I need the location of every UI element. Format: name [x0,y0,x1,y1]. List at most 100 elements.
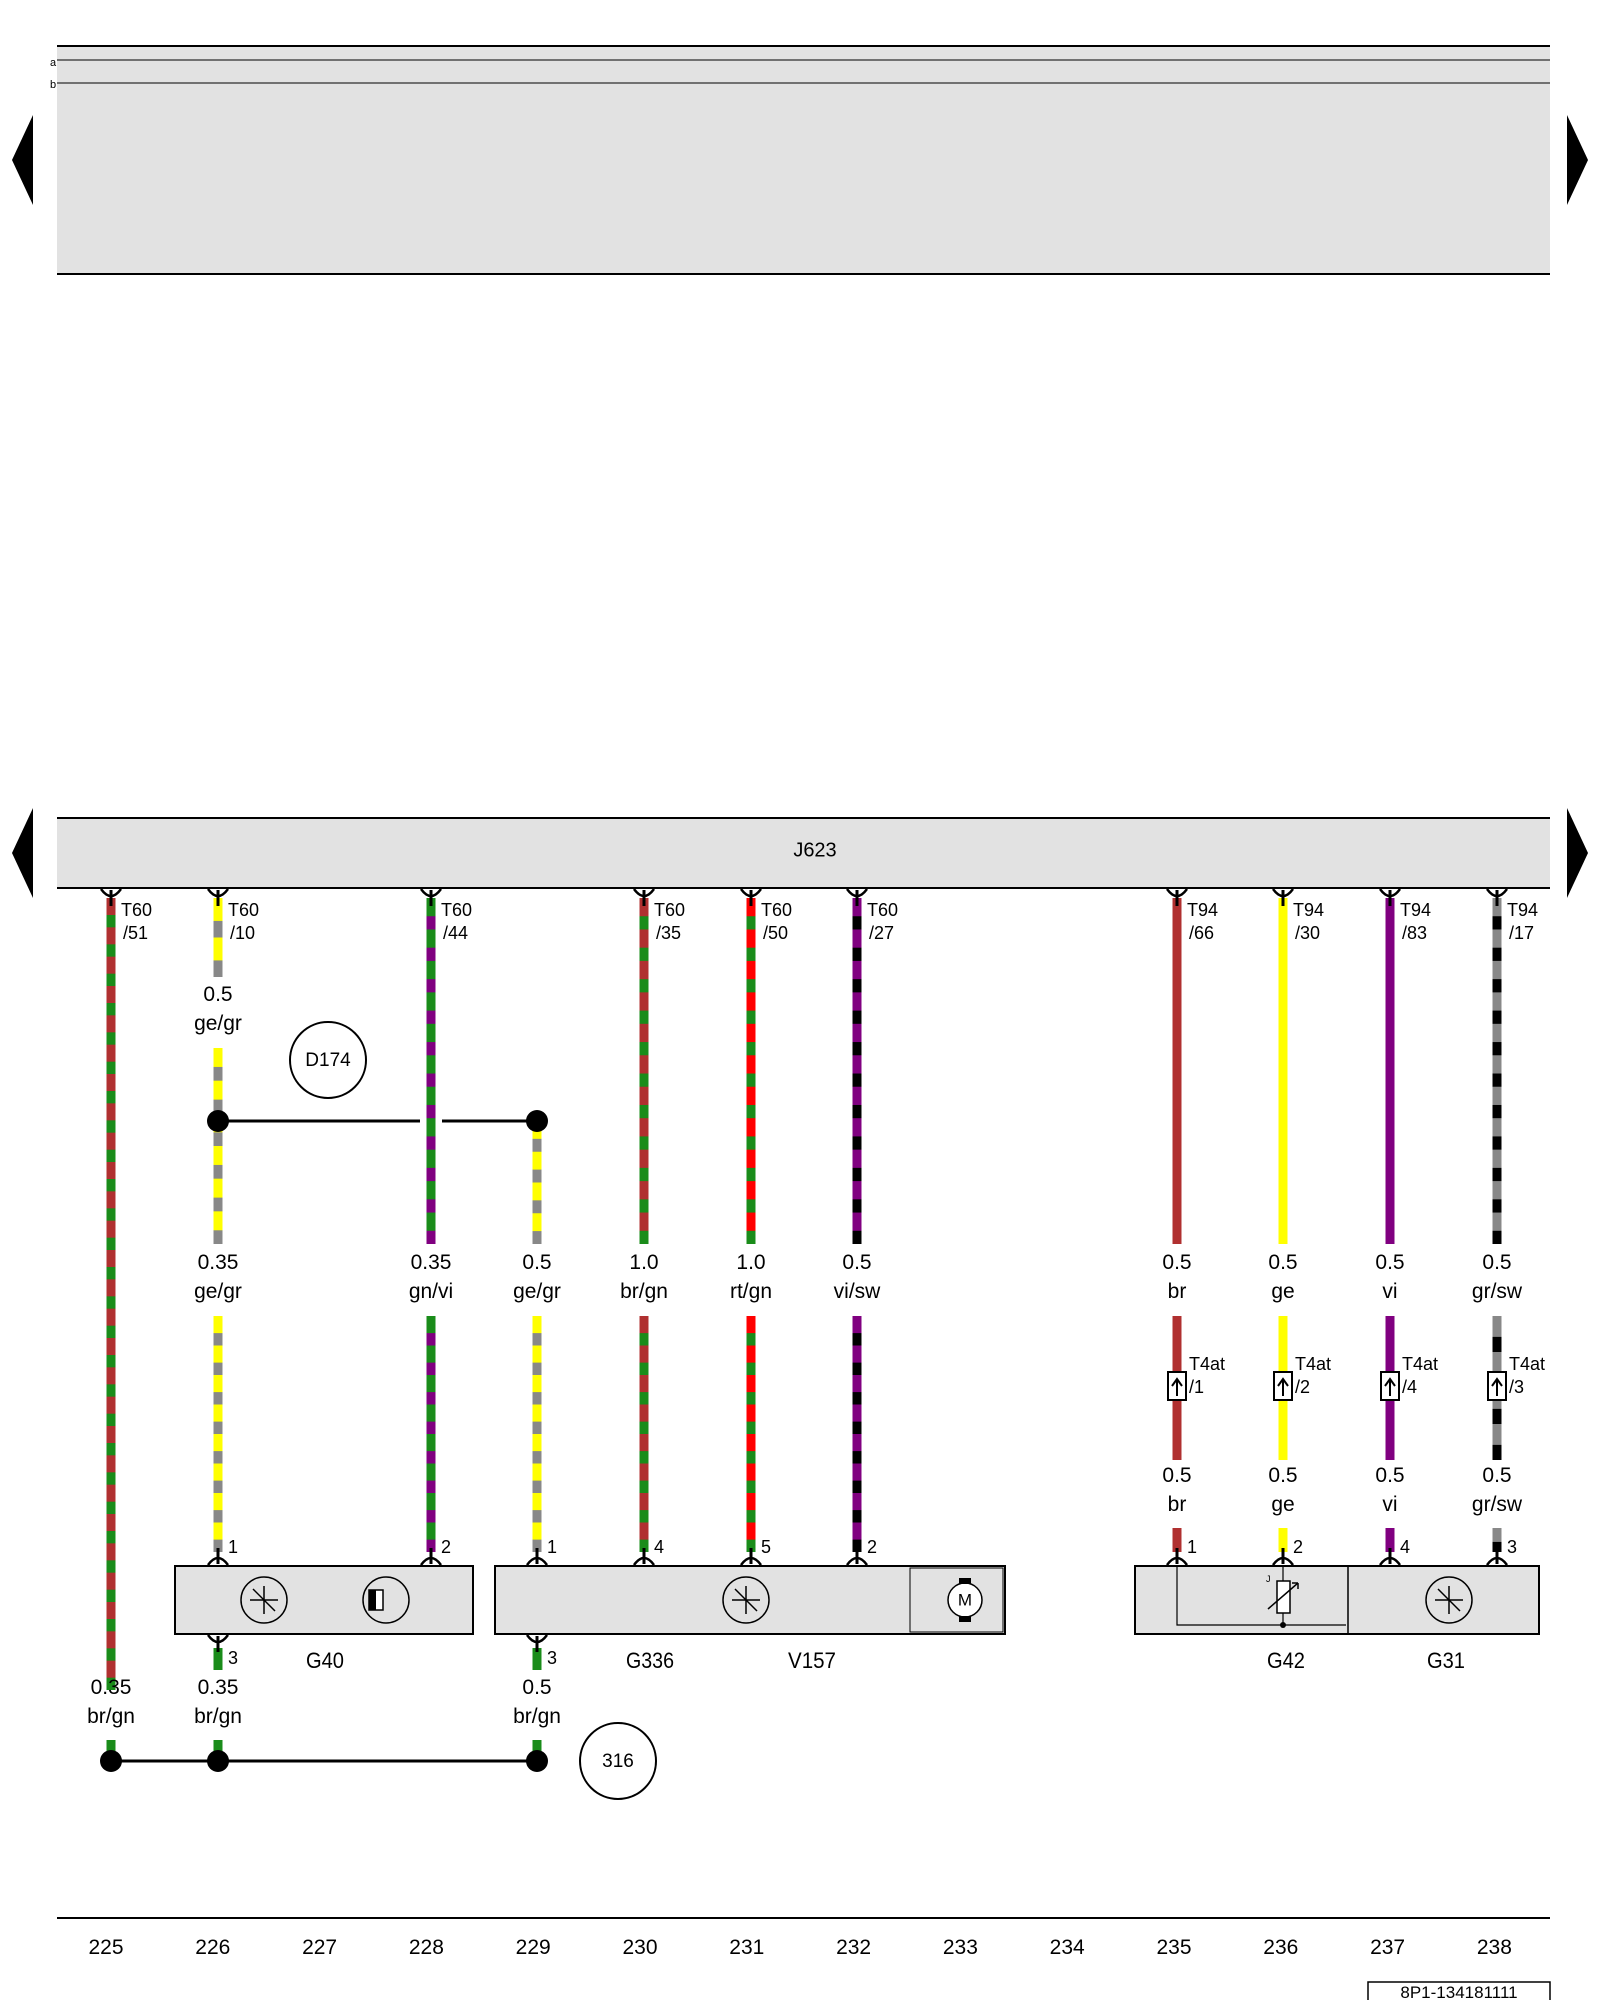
wire-color-code: gr/sw [1472,1493,1523,1516]
inline-connector-pin: /1 [1189,1377,1204,1397]
wire-color-code: br/gn [194,1705,242,1728]
column-number: 227 [302,1936,337,1959]
junction-dot [207,1750,229,1772]
component-g336-v157: M [494,1565,1006,1635]
wire-gauge: 0.35 [198,1676,239,1699]
splice-316 [100,1750,548,1772]
control-unit-label: J623 [793,839,836,861]
sensor-icon [722,1576,770,1624]
inline-connector-arrow [1491,1377,1503,1396]
temperature-resistor-icon [1276,1580,1291,1614]
sensor-icon [240,1576,288,1624]
wire-color-code: ge/gr [194,1280,242,1303]
wire-gauge: 0.35 [91,1676,132,1699]
document-code: 8P1-134181111 [1400,1983,1517,2000]
reference-circle-d174-label: D174 [305,1050,351,1071]
wire-gauge: 0.5 [1162,1251,1191,1274]
reference-circle-316-label: 316 [602,1751,634,1772]
component-pin-number: 1 [1187,1537,1197,1557]
reference-circle-d174-ring [289,1021,367,1099]
wire-gauge: 0.5 [842,1251,871,1274]
wire-gauge: 0.5 [522,1676,551,1699]
junction-dot [526,1110,548,1132]
column-number: 228 [409,1936,444,1959]
component-label-g336: G336 [626,1648,674,1673]
sensor-icon-line [252,1588,276,1612]
inline-connector-pin: /4 [1402,1377,1417,1397]
component-pin-number: 4 [1400,1537,1410,1557]
connector-label: T60 [121,900,152,920]
component-label-v157: V157 [788,1648,836,1673]
top-band: a b [50,45,1550,275]
next-page-arrow-top[interactable] [1567,115,1588,205]
wire-color-code: ge [1271,1280,1294,1303]
connector-pin-label: /50 [763,923,788,943]
motor-icon-label: M [958,1590,972,1609]
wire-color-code: ge/gr [513,1280,561,1303]
component-g40-box [174,1565,474,1635]
column-number: 235 [1156,1936,1191,1959]
column-number: 234 [1050,1936,1085,1959]
connector-pin-label: /83 [1402,923,1427,943]
inline-connector-pin: /2 [1295,1377,1310,1397]
component-label-g40: G40 [306,1648,344,1673]
column-number: 236 [1263,1936,1298,1959]
half-shaded-sensor-icon-fill [369,1590,376,1610]
motor-brush-top [959,1578,971,1584]
junction-dot [100,1750,122,1772]
column-number: 238 [1477,1936,1512,1959]
connector-pin-label: /35 [656,923,681,943]
prev-page-arrow-bottom[interactable] [12,808,33,898]
connector-label: T60 [761,900,792,920]
component-pin-number: 4 [654,1537,664,1557]
connector-label: T60 [228,900,259,920]
wire-color-code: vi [1382,1280,1397,1303]
wire-color-code: br/gn [620,1280,668,1303]
connector-pin-label: /66 [1189,923,1214,943]
wire-gauge: 0.5 [1375,1251,1404,1274]
connector-label: T94 [1400,900,1431,920]
wire-gauge: 0.35 [411,1251,452,1274]
control-unit-panel [57,818,1550,888]
column-number: 231 [729,1936,764,1959]
row-label-b: b [50,79,56,91]
inline-connector-label: T4at [1189,1354,1225,1374]
connector-label: T60 [441,900,472,920]
document-code-box [1367,1981,1551,2000]
sensor-j-label: J [1266,1574,1271,1584]
inline-connector-arrow [1277,1377,1289,1396]
connector-pin-label: /30 [1295,923,1320,943]
internal-wire [1176,1566,1346,1626]
wire-color-code: vi/sw [834,1280,882,1303]
junction-dot [207,1110,229,1132]
inline-connector-arrow [1171,1377,1183,1396]
wire-gauge: 1.0 [629,1251,658,1274]
row-label-a: a [50,57,57,69]
wire-gauge: 0.5 [1162,1464,1191,1487]
component-pin-number: 3 [228,1648,238,1668]
control-unit-j623: J623 [57,817,1550,889]
connector-label: T94 [1293,900,1324,920]
inline-connector-label: T4at [1295,1354,1331,1374]
prev-page-arrow-top[interactable] [12,115,33,205]
wire-gauge: 0.5 [1482,1251,1511,1274]
half-shaded-sensor-icon [362,1576,410,1624]
connector-pin-label: /51 [123,923,148,943]
connector-pin-label: /44 [443,923,468,943]
component-g40 [174,1565,474,1635]
component-pin-number: 2 [1293,1537,1303,1557]
connector-label: T60 [654,900,685,920]
wire-layer: T60/51T60/100.5ge/gr0.35ge/grT60/440.35g… [87,888,1545,1760]
component-g42-g31-box [1134,1565,1540,1635]
reference-circle-d174: D174 [289,1021,367,1099]
wire-gauge: 0.5 [1375,1464,1404,1487]
next-page-arrow-bottom[interactable] [1567,808,1588,898]
wire-color-code: br/gn [513,1705,561,1728]
temperature-resistor-arrow [1267,1582,1299,1610]
wire-color-code: rt/gn [730,1280,772,1303]
component-pin-number: 5 [761,1537,771,1557]
sensor-icon-line [734,1588,758,1612]
wire-color-code: ge [1271,1493,1294,1516]
component-g42-g31: J [1134,1565,1540,1635]
connector-pin-label: /17 [1509,923,1534,943]
